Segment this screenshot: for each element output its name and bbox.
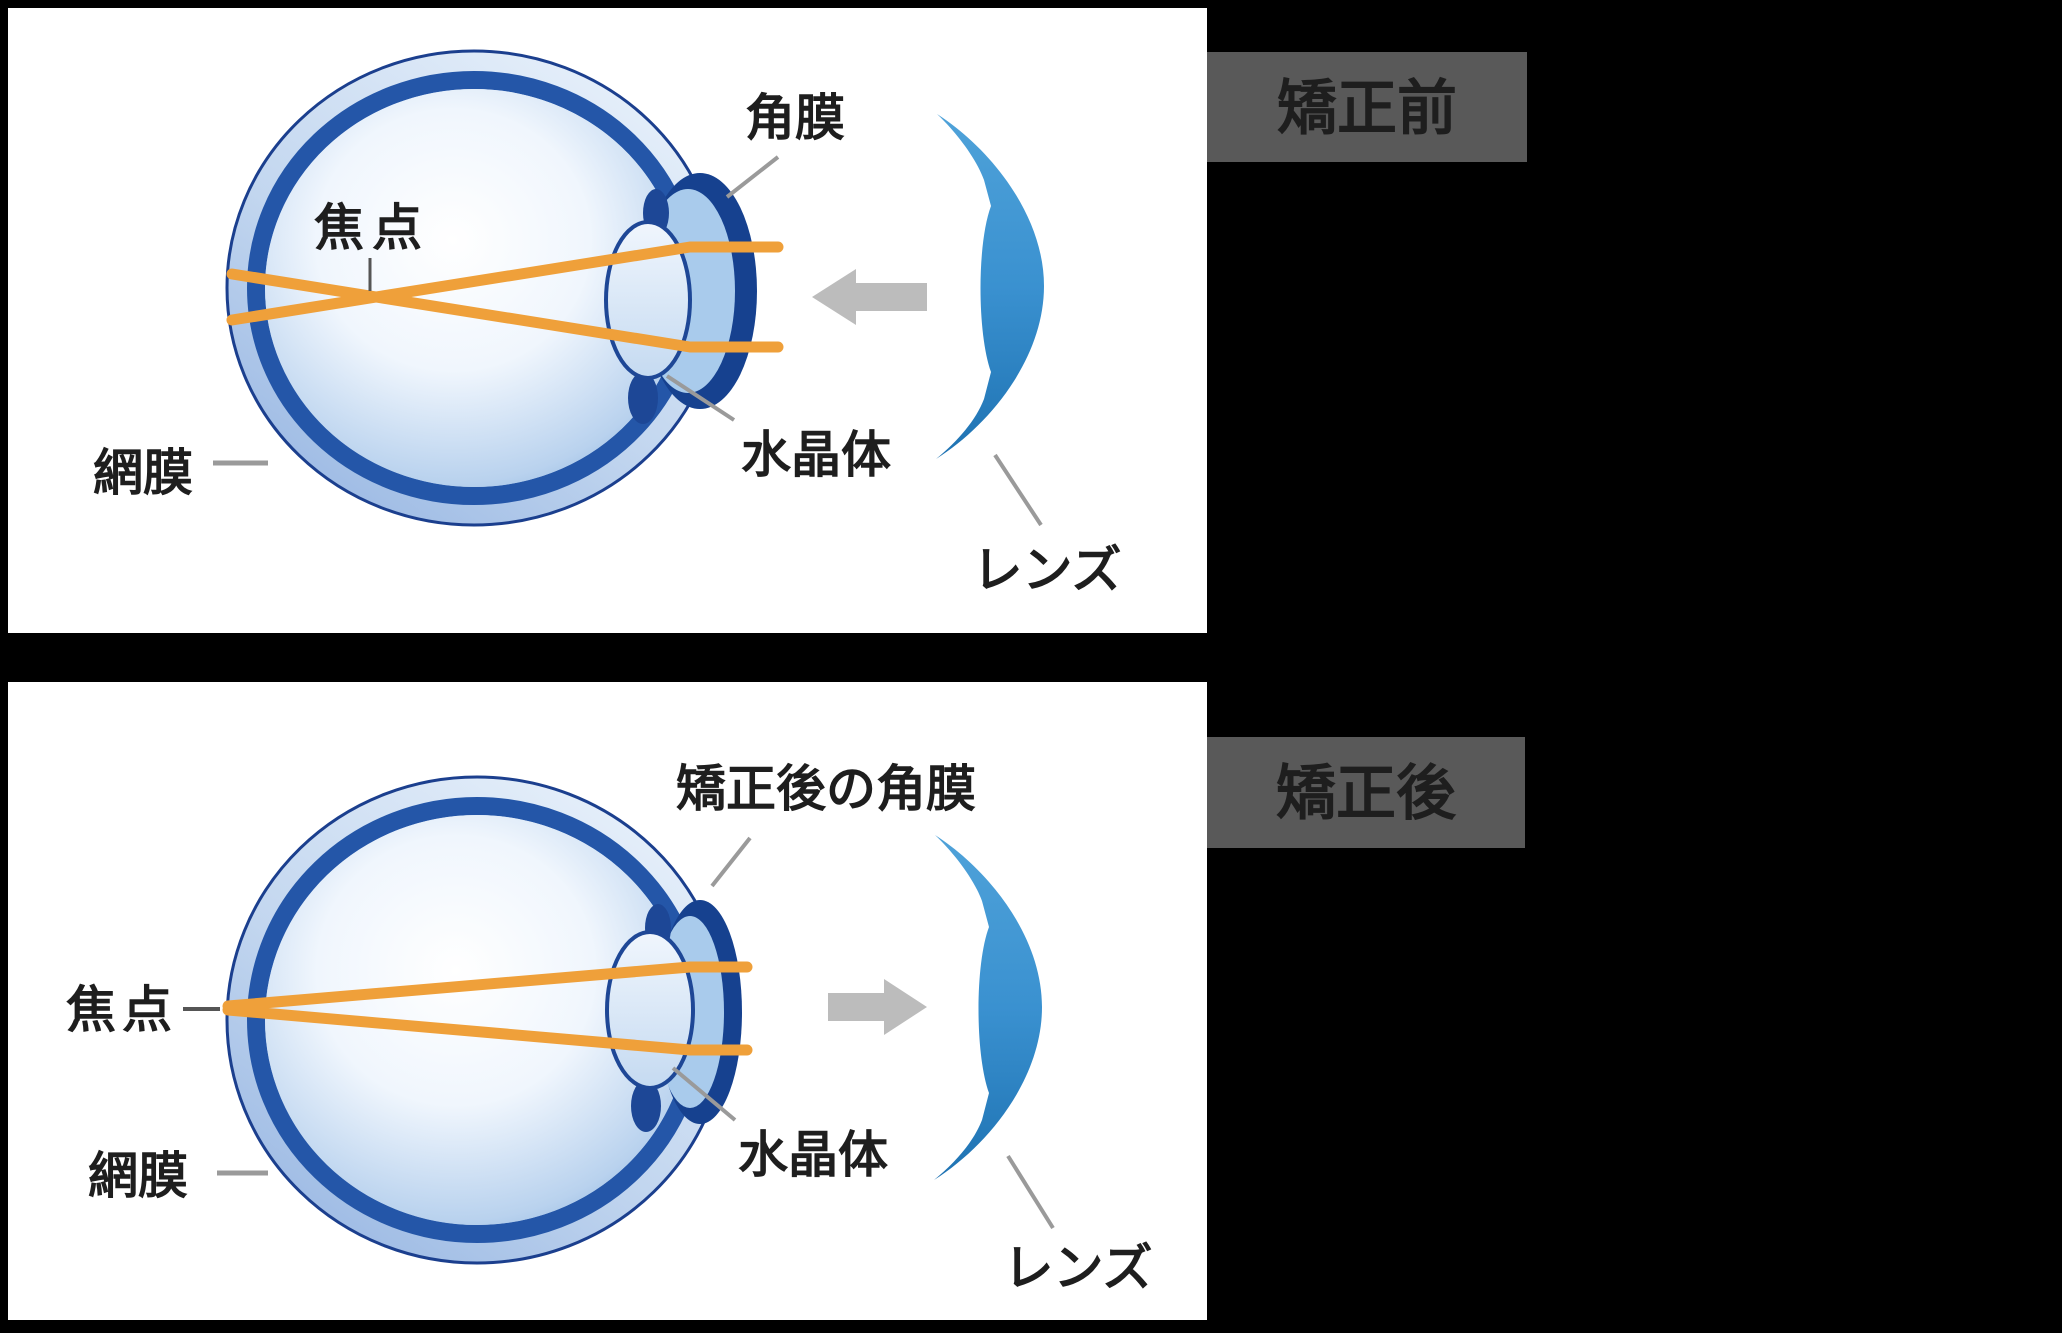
crystalline-lens-label: 水晶体 [738, 1127, 888, 1183]
cornea-label: 角膜 [745, 90, 845, 146]
contact-lens-after [934, 835, 1042, 1180]
contact-lens-label: レンズ [1004, 1240, 1153, 1296]
badge-after [1207, 737, 1525, 848]
arrow-right-icon [828, 979, 927, 1035]
light-rays-before [226, 241, 784, 353]
leader-crystalline-lens [665, 374, 736, 422]
leader-cornea [725, 155, 780, 199]
light-rays-after [222, 961, 753, 1056]
cornea-after-label: 矯正後の角膜 [676, 761, 976, 817]
leader-contact-lens [1006, 1154, 1055, 1230]
badge-before-label: 矯正前 [1277, 75, 1457, 142]
eye-vitreous-body [265, 89, 683, 487]
eye-after [225, 775, 742, 1265]
eye-vitreous-body [265, 815, 689, 1225]
badge-before [1207, 52, 1527, 162]
leader-contact-lens [993, 453, 1043, 527]
badge-after-label: 矯正後 [1276, 760, 1457, 827]
ray-lower [222, 1004, 753, 1056]
eye-before [225, 49, 757, 527]
contact-lens-before [936, 114, 1044, 459]
leader-crystalline-lens [671, 1066, 737, 1122]
ray-upper [222, 961, 753, 1012]
crystalline-lens-shape [605, 930, 695, 1090]
ciliary-body-bottom [628, 372, 658, 424]
contact-lens-label: レンズ [973, 542, 1122, 598]
ciliary-body-bottom [631, 1080, 661, 1132]
retina-label: 網膜 [93, 445, 193, 501]
arrow-left-icon [812, 269, 927, 325]
focal-point-label: 焦点 [314, 200, 430, 256]
retina-label: 網膜 [88, 1148, 188, 1204]
ray-lower [226, 268, 784, 353]
leader-cornea-after [710, 836, 752, 888]
focal-point-label: 焦点 [66, 982, 178, 1038]
crystalline-lens-label: 水晶体 [741, 427, 891, 483]
